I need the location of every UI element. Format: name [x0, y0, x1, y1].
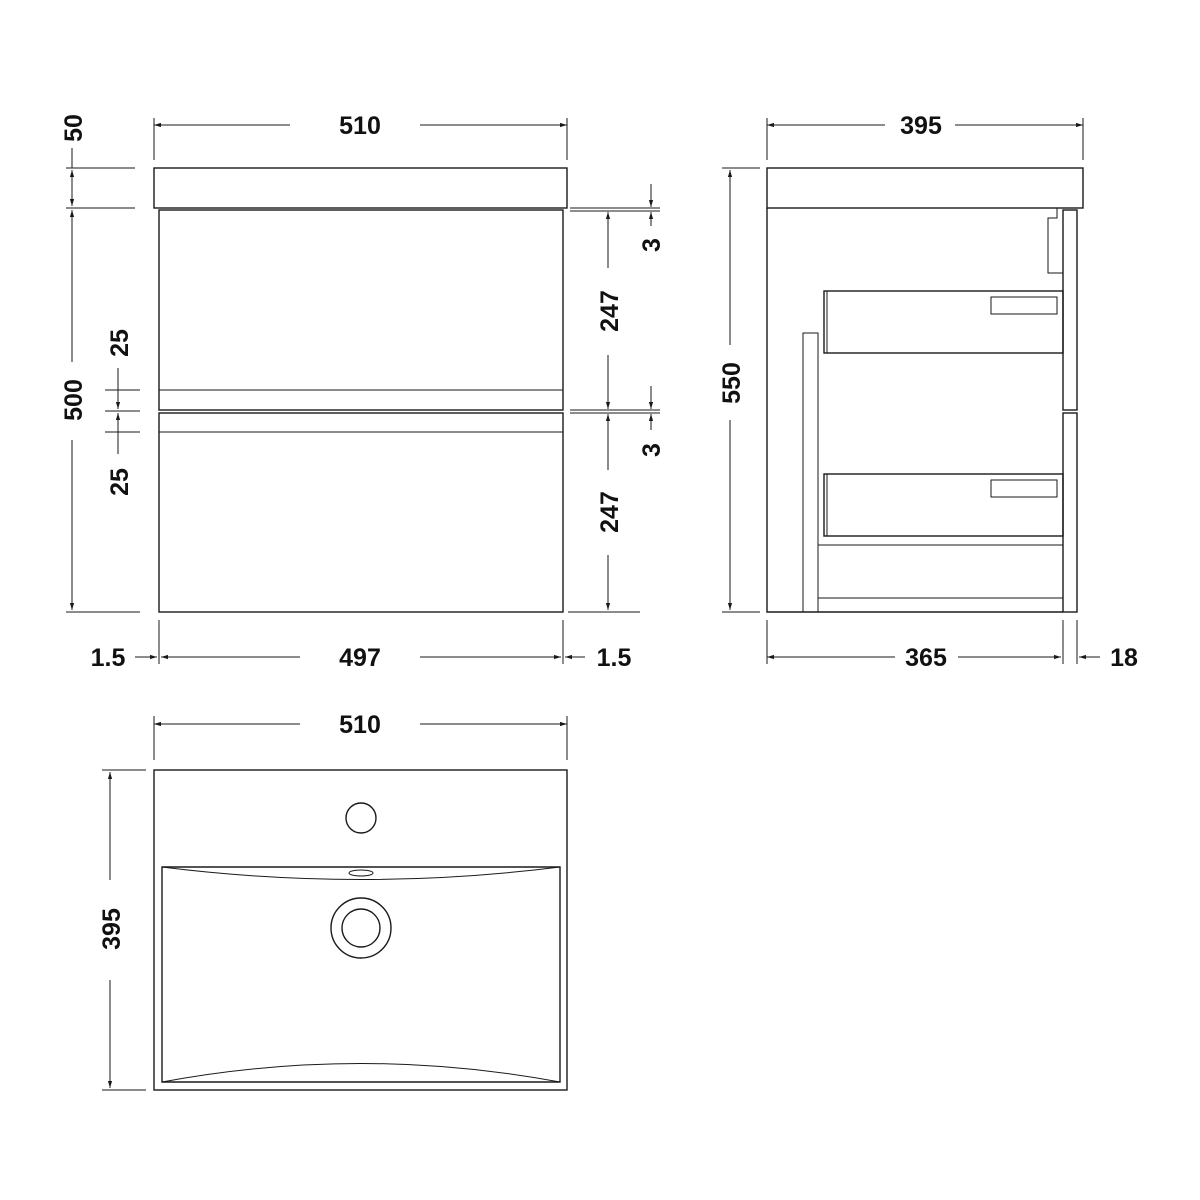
upper-drawer-front [158, 209, 564, 411]
dim-side-left: 1.5 [91, 644, 126, 672]
dim-front-width: 510 [339, 112, 381, 140]
overflow-icon [348, 869, 374, 877]
basin-top-slab [153, 167, 568, 209]
side-carcass [766, 208, 1063, 613]
dim-gap-top: 3 [638, 238, 666, 252]
tap-hole [345, 802, 377, 834]
wall-bracket [1047, 208, 1063, 274]
upper-handle-slot [990, 296, 1058, 315]
side-top-slab [766, 167, 1084, 209]
dim-front-thickness: 18 [1110, 644, 1138, 672]
front-view: 510 50 500 25 25 247 247 3 [60, 112, 666, 672]
upper-drawer-box [823, 290, 1064, 354]
side-view: 395 550 365 18 [718, 112, 1138, 672]
dim-top-depth: 395 [98, 908, 126, 950]
lower-drawer-front [158, 412, 564, 613]
dim-side-right: 1.5 [597, 644, 632, 672]
dim-gap-lower: 25 [106, 468, 134, 496]
lower-handle-slot [990, 479, 1058, 498]
lower-drawer-box [823, 473, 1064, 537]
dim-body-height: 500 [60, 379, 88, 421]
dim-gap-middle: 3 [638, 443, 666, 457]
back-panel [802, 332, 819, 613]
side-upper-front [1062, 209, 1078, 411]
dim-side-depth: 395 [900, 112, 942, 140]
dim-lower-drawer-height: 247 [596, 491, 624, 533]
dim-body-depth: 365 [905, 644, 947, 672]
dim-top-height: 50 [60, 114, 88, 142]
dim-side-height: 550 [718, 362, 746, 404]
dim-top-width: 510 [339, 711, 381, 739]
dim-upper-drawer-height: 247 [596, 290, 624, 332]
dim-drawer-width: 497 [339, 644, 381, 672]
bowl-bottom-curve [161, 1063, 561, 1083]
waste-inner [341, 908, 381, 948]
basin-outline [153, 769, 568, 1091]
side-lower-front [1062, 412, 1078, 613]
bowl-top-curve [161, 866, 561, 880]
bowl-outline [161, 866, 561, 1083]
waste-outer [330, 897, 392, 959]
dim-gap-upper: 25 [106, 329, 134, 357]
top-view: 510 395 [98, 711, 568, 1091]
